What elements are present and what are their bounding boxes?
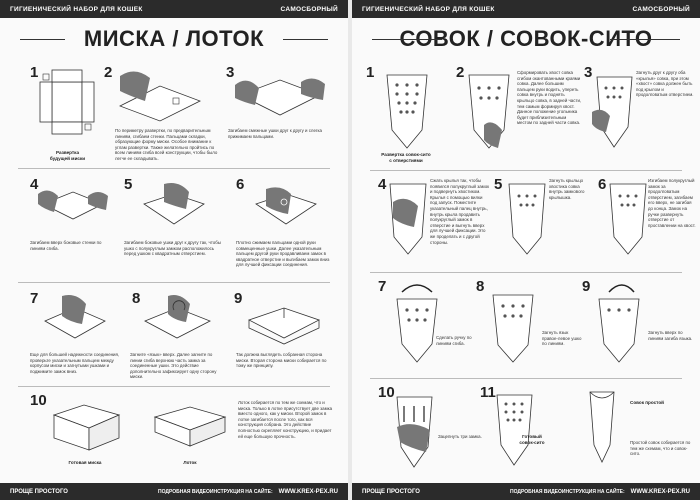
step2-caption: По периметру развертки, по предварительн… xyxy=(115,128,218,161)
step-number-11: 11 xyxy=(480,384,496,401)
simple-scoop-label: Совок простой xyxy=(630,400,664,405)
separator xyxy=(18,282,330,283)
separator xyxy=(370,272,682,273)
ready-bowl-illustration xyxy=(52,404,121,451)
step4-scoop-illustration xyxy=(389,183,427,255)
step6-scoop-illustration xyxy=(609,183,647,255)
step8-scoop-illustration xyxy=(492,294,534,363)
left-footer-brand: ПРОЩЕ ПРОСТОГО xyxy=(10,488,68,495)
step-number-10: 10 xyxy=(378,384,395,401)
step6-illustration xyxy=(255,187,317,225)
step9-scoop-illustration xyxy=(598,284,640,363)
step-number-1: 1 xyxy=(30,64,39,81)
step-number-2: 2 xyxy=(456,64,465,81)
step4-illustration xyxy=(38,190,108,220)
step-number-9: 9 xyxy=(582,278,591,295)
step7-scoop-illustration xyxy=(396,284,438,363)
left-footer-url[interactable]: WWW.KREX-PEX.RU xyxy=(278,488,338,495)
right-header-type: САМОСБОРНЫЙ xyxy=(632,5,690,13)
simple-scoop-illustration xyxy=(589,391,615,463)
step8-caption: Загните «язык» вверх. Далее загните по л… xyxy=(130,352,217,380)
left-footer: ПРОЩЕ ПРОСТОГО ПОДРОБНАЯ ВИДЕОИНСТРУКЦИЯ… xyxy=(0,483,348,500)
step9-caption: Так должна выглядеть собранная сторона м… xyxy=(236,352,327,369)
step7-caption: Еще для большей надежности соединения, п… xyxy=(30,352,120,374)
step-number-8: 8 xyxy=(132,290,141,307)
step-number-7: 7 xyxy=(378,278,387,295)
step5-scoop-illustration xyxy=(508,183,546,255)
right-header-title: ГИГИЕНИЧЕСКИЙ НАБОР ДЛЯ КОШЕК xyxy=(362,5,495,13)
step-number-9: 9 xyxy=(234,290,243,307)
step5-caption: Загибаем боковые ушки друг к другу так, … xyxy=(124,240,221,257)
step4-scoop-caption: Сжать крылья так, чтобы появился полукру… xyxy=(430,178,490,245)
ready-bowl-label: Готовая миска xyxy=(68,460,102,465)
left-page-title: МИСКА / ЛОТОК xyxy=(0,26,348,52)
bowl-unfold-illustration xyxy=(39,69,95,135)
step7-scoop-caption: Сделать ручку по линиям сгиба. xyxy=(436,335,472,346)
step9-illustration xyxy=(247,307,321,345)
step10-scoop-caption: Зацепнуть три замка. xyxy=(438,434,482,439)
step6-scoop-caption: Изгибаем полукруглый замок за продолгова… xyxy=(648,178,696,228)
step-number-3: 3 xyxy=(584,64,593,81)
step10-caption: Лоток собирается по тем же схемам, что и… xyxy=(238,400,333,439)
sieve-unfold-label: Развертка совок-сито с отверстиями xyxy=(381,152,431,163)
right-page: ГИГИЕНИЧЕСКИЙ НАБОР ДЛЯ КОШЕК САМОСБОРНЫ… xyxy=(352,0,700,500)
step-number-4: 4 xyxy=(378,176,387,193)
sieve-unfold-illustration xyxy=(386,74,428,149)
step-number-5: 5 xyxy=(124,176,133,193)
step9-scoop-caption: Загнуть вверх по линиям загиба языка. xyxy=(648,330,693,341)
step2-scoop-caption: Сформировать хвост совка сгибом окантова… xyxy=(517,70,582,126)
step-number-6: 6 xyxy=(598,176,607,193)
step7-illustration xyxy=(44,295,106,339)
right-page-title: СОВОК / СОВОК-СИТО xyxy=(352,26,700,52)
ready-sieve-illustration xyxy=(496,394,533,466)
step-number-6: 6 xyxy=(236,176,245,193)
separator xyxy=(370,170,682,171)
step-number-5: 5 xyxy=(494,176,503,193)
right-footer-url[interactable]: WWW.KREX-PEX.RU xyxy=(630,488,690,495)
ready-sieve-label: Готовый совок-сито xyxy=(519,434,545,445)
right-header: ГИГИЕНИЧЕСКИЙ НАБОР ДЛЯ КОШЕК САМОСБОРНЫ… xyxy=(352,0,700,18)
left-footer-label: ПОДРОБНАЯ ВИДЕОИНСТРУКЦИЯ НА САЙТЕ: xyxy=(157,488,273,495)
step-number-4: 4 xyxy=(30,176,39,193)
step-number-3: 3 xyxy=(226,64,235,81)
right-footer-brand: ПРОЩЕ ПРОСТОГО xyxy=(362,488,420,495)
step-number-1: 1 xyxy=(366,64,375,81)
step2-illustration xyxy=(119,71,201,122)
step6-caption: Плотно сжимаем пальцами одной руки совме… xyxy=(236,240,330,268)
step3-scoop-caption: Загнуть друг к другу оба «крылья» совка,… xyxy=(636,70,694,98)
step3-caption: Загибаем смежные ушки друг к другу и сле… xyxy=(228,128,322,139)
unfold-label: Развертка будущей миски xyxy=(49,150,86,161)
step-number-8: 8 xyxy=(476,278,485,295)
step8-illustration xyxy=(144,295,211,339)
step10-scoop-illustration xyxy=(396,396,433,468)
step3-illustration xyxy=(235,78,325,116)
right-footer: ПРОЩЕ ПРОСТОГО ПОДРОБНАЯ ВИДЕОИНСТРУКЦИЯ… xyxy=(352,483,700,500)
separator xyxy=(18,386,330,387)
step2-scoop-illustration xyxy=(468,74,510,149)
step3-scoop-illustration xyxy=(592,76,633,148)
step-number-10: 10 xyxy=(30,392,47,409)
separator xyxy=(18,168,330,169)
step-number-7: 7 xyxy=(30,290,39,307)
left-header-title: ГИГИЕНИЧЕСКИЙ НАБОР ДЛЯ КОШЕК xyxy=(10,5,143,13)
right-footer-label: ПОДРОБНАЯ ВИДЕОИНСТРУКЦИЯ НА САЙТЕ: xyxy=(509,488,625,495)
separator xyxy=(370,378,682,379)
step8-scoop-caption: Загнуть язык правое-левое ушко по линиям… xyxy=(542,330,582,347)
step5-scoop-caption: Загнуть крыльцо хвостика совка внутрь за… xyxy=(549,178,585,200)
left-header: ГИГИЕНИЧЕСКИЙ НАБОР ДЛЯ КОШЕК САМОСБОРНЫ… xyxy=(0,0,348,18)
tray-illustration xyxy=(153,406,227,447)
step11-caption: Простой совок собирается по тем же схема… xyxy=(630,440,691,457)
step5-illustration xyxy=(143,183,205,225)
step4-caption: Загибаем вверх боковые стенки по линиям … xyxy=(30,240,102,251)
left-page: ГИГИЕНИЧЕСКИЙ НАБОР ДЛЯ КОШЕК САМОСБОРНЫ… xyxy=(0,0,348,500)
left-header-type: САМОСБОРНЫЙ xyxy=(280,5,338,13)
tray-label: Лоток xyxy=(183,460,197,465)
step-number-2: 2 xyxy=(104,64,113,81)
